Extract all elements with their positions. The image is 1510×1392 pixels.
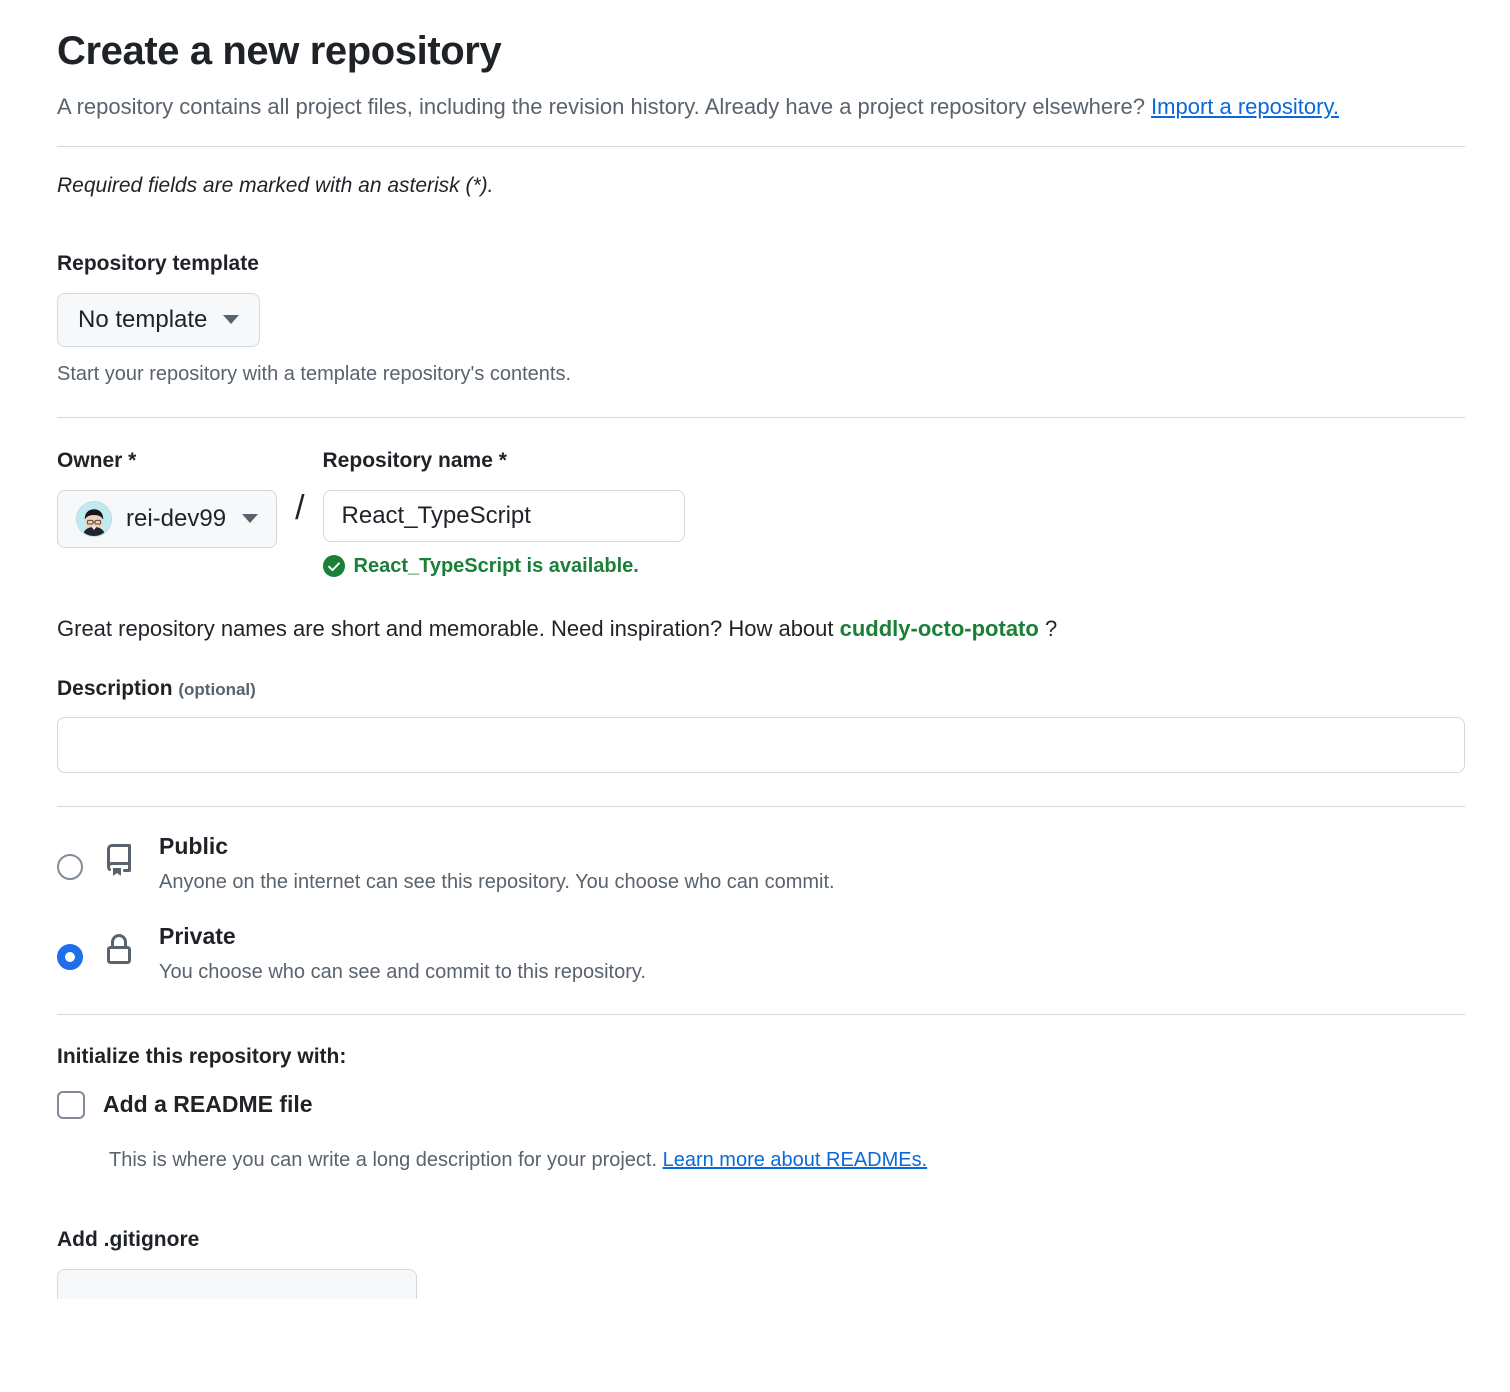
chevron-down-icon bbox=[223, 315, 240, 325]
divider-template bbox=[57, 416, 1465, 418]
readme-description: This is where you can write a long descr… bbox=[109, 1149, 1465, 1172]
description-input[interactable] bbox=[57, 716, 1465, 773]
lock-icon bbox=[103, 933, 159, 971]
radio-private[interactable] bbox=[57, 943, 83, 970]
required-fields-note: Required fields are marked with an aster… bbox=[57, 173, 494, 197]
repository-template-hint: Start your repository with a template re… bbox=[57, 362, 572, 385]
description-label-text: Description bbox=[57, 676, 173, 700]
suggested-repository-name[interactable]: cuddly-octo-potato bbox=[839, 615, 1039, 641]
owner-value: rei-dev99 bbox=[126, 504, 227, 532]
owner-name-separator: / bbox=[295, 488, 305, 527]
import-repository-link[interactable]: Import a repository. bbox=[1151, 94, 1339, 119]
repository-name-input[interactable] bbox=[322, 489, 685, 542]
gitignore-label: Add .gitignore bbox=[57, 1227, 200, 1251]
page-title: Create a new repository bbox=[57, 29, 502, 73]
divider-description bbox=[57, 805, 1465, 807]
avatar bbox=[76, 500, 112, 537]
repository-template-select[interactable]: No template bbox=[57, 292, 261, 347]
repository-template-label: Repository template bbox=[57, 251, 259, 275]
repository-template-value: No template bbox=[78, 305, 208, 333]
owner-field: Owner * rei-dev99 bbox=[57, 448, 278, 548]
radio-public[interactable] bbox=[57, 853, 83, 880]
repository-name-availability-text: React_TypeScript is available. bbox=[353, 554, 639, 577]
visibility-option-public[interactable]: Public Anyone on the internet can see th… bbox=[57, 832, 1465, 897]
visibility-public-text: Public Anyone on the internet can see th… bbox=[159, 832, 1465, 897]
gitignore-select[interactable] bbox=[57, 1268, 417, 1299]
visibility-option-private[interactable]: Private You choose who can see and commi… bbox=[57, 922, 1465, 987]
initialize-heading: Initialize this repository with: bbox=[57, 1044, 347, 1068]
owner-select[interactable]: rei-dev99 bbox=[57, 489, 278, 548]
visibility-public-description: Anyone on the internet can see this repo… bbox=[159, 870, 835, 893]
readme-checkbox-row[interactable]: Add a README file bbox=[57, 1090, 1465, 1119]
repository-name-label: Repository name * bbox=[322, 448, 507, 472]
page-description-text: A repository contains all project files,… bbox=[57, 94, 1152, 119]
visibility-private-description: You choose who can see and commit to thi… bbox=[159, 960, 646, 983]
owner-and-name-row: Owner * rei-dev99 bbox=[57, 449, 1465, 578]
visibility-public-title: Public bbox=[159, 832, 229, 859]
inspiration-suffix: ? bbox=[1038, 615, 1058, 641]
chevron-down-icon bbox=[242, 514, 259, 524]
divider-visibility bbox=[57, 1013, 1465, 1015]
check-circle-icon bbox=[322, 555, 345, 578]
learn-more-readmes-link[interactable]: Learn more about READMEs. bbox=[662, 1148, 928, 1171]
repository-name-inspiration: Great repository names are short and mem… bbox=[57, 616, 1465, 642]
repository-name-availability: React_TypeScript is available. bbox=[322, 554, 685, 578]
description-optional-tag: (optional) bbox=[178, 679, 256, 699]
repository-name-field: Repository name * React_TypeScript is av… bbox=[322, 448, 685, 578]
owner-label: Owner * bbox=[57, 448, 137, 472]
readme-description-text: This is where you can write a long descr… bbox=[109, 1148, 663, 1171]
visibility-private-title: Private bbox=[159, 922, 236, 949]
visibility-private-text: Private You choose who can see and commi… bbox=[159, 922, 1465, 987]
description-label: Description (optional) bbox=[57, 677, 1465, 701]
divider-top bbox=[57, 145, 1465, 147]
checkbox-add-readme[interactable] bbox=[57, 1090, 85, 1119]
page-description: A repository contains all project files,… bbox=[57, 86, 1387, 128]
inspiration-text: Great repository names are short and mem… bbox=[57, 615, 840, 641]
readme-label: Add a README file bbox=[103, 1091, 313, 1118]
repo-icon bbox=[103, 843, 159, 881]
